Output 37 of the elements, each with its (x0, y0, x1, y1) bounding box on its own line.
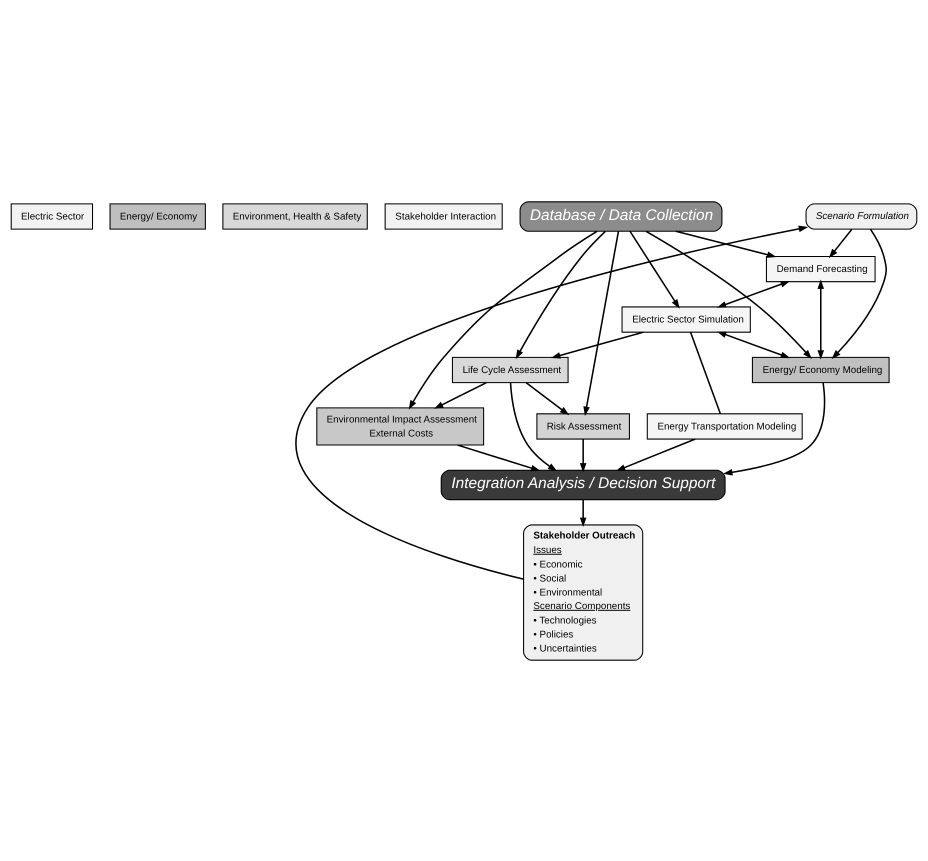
arrow (828, 228, 852, 258)
node-box: Environmental Impact Assessment External Costs (316, 406, 484, 446)
arrow (629, 230, 680, 308)
node-box: Demand Forecasting (766, 255, 876, 282)
node-box: Energy/ Economy (110, 202, 206, 230)
arrow (676, 230, 776, 258)
arrow (723, 382, 826, 476)
connector (690, 332, 722, 414)
node-box: Risk Assessment (536, 412, 630, 440)
node-box: Energy/ Economy Modeling (752, 356, 890, 383)
node-box: Electric Sector (10, 202, 94, 230)
node-box: Scenario Formulation (806, 202, 918, 230)
arrow (716, 330, 790, 358)
arrow (526, 382, 570, 415)
arrow (580, 438, 586, 472)
node-box: Stakeholder Outreach Issues • Economic • Social • Environmental Scenario Components • Technologies • Policies • Uncertainties (523, 524, 644, 660)
node-box: Energy Transportation Modeling (646, 412, 803, 440)
node-box: Environment, Health & Safety (222, 202, 368, 230)
arrow (457, 444, 540, 471)
arrow (616, 438, 696, 471)
node-box: Life Cycle Assessment (452, 356, 569, 383)
node-box: Database / Data Collection (520, 200, 722, 232)
arrow (580, 499, 586, 527)
node-box: Stakeholder Interaction (384, 202, 503, 230)
arrow (583, 230, 620, 416)
arrow (408, 230, 598, 410)
arrow (716, 280, 790, 308)
node-box: Electric Sector Simulation (622, 306, 751, 332)
arrow (817, 278, 824, 360)
arrow (551, 330, 644, 358)
arrow (434, 381, 487, 408)
node-box: Integration Analysis / Decision Support (440, 469, 726, 500)
arrow (832, 228, 887, 359)
arrow (296, 225, 808, 580)
arrow (646, 230, 812, 359)
arrow (510, 382, 558, 471)
arrow (516, 230, 606, 359)
